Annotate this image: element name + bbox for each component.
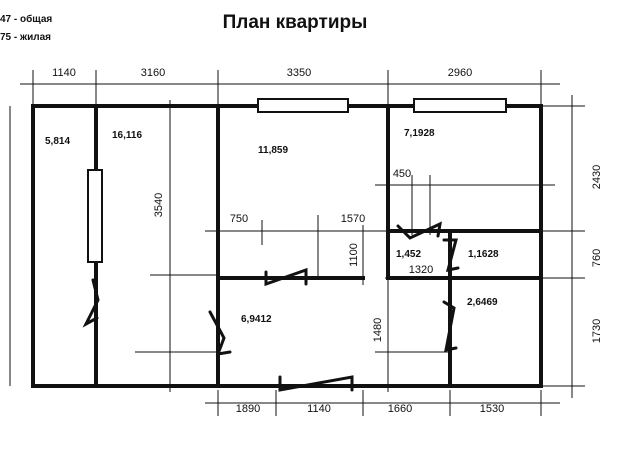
door-hall-top — [264, 267, 308, 287]
dim-1100: 1100 — [348, 243, 360, 267]
door-bath-top — [442, 238, 460, 272]
dim-top-4: 2960 — [448, 67, 472, 79]
dim-1320: 1320 — [409, 264, 433, 276]
windows — [87, 98, 507, 263]
room-area-3: 11,859 — [258, 145, 288, 156]
dim-3540: 3540 — [153, 193, 165, 217]
room-area-4: 7,1928 — [404, 128, 435, 139]
dim-top-3: 3350 — [287, 67, 311, 79]
dim-1480: 1480 — [372, 318, 384, 342]
door-bath-bottom — [442, 300, 458, 352]
room-area-5: 1,452 — [396, 249, 421, 260]
dim-1570: 1570 — [341, 213, 365, 225]
room-area-8: 2,6469 — [467, 297, 498, 308]
door-small-room — [396, 221, 442, 240]
room-area-1: 5,814 — [45, 136, 70, 147]
dim-right-2: 760 — [591, 249, 603, 267]
total-area-label: 47 - общая — [0, 13, 52, 25]
door-left-room — [82, 278, 100, 328]
dim-bottom-3: 1660 — [388, 403, 412, 415]
dim-top-1: 1140 — [52, 67, 76, 79]
door-hall-left — [208, 310, 232, 356]
dim-top-2: 3160 — [141, 67, 165, 79]
dim-bottom-4: 1530 — [480, 403, 504, 415]
door-bottom — [278, 375, 354, 392]
room-area-2: 16,116 — [112, 130, 142, 141]
dim-right-1: 2430 — [591, 165, 603, 189]
dim-450: 450 — [393, 168, 411, 180]
doors — [82, 221, 460, 392]
plan-title: План квартиры — [223, 12, 368, 33]
dimension-lines — [9, 70, 585, 416]
dim-bottom-1: 1890 — [236, 403, 260, 415]
dim-right-3: 1730 — [591, 319, 603, 343]
window-top-left — [257, 98, 349, 113]
dim-750: 750 — [230, 213, 248, 225]
room-area-7: 6,9412 — [241, 314, 272, 325]
dim-bottom-2: 1140 — [307, 403, 331, 415]
living-area-label: 75 - жилая — [0, 32, 51, 43]
room-area-6: 1,1628 — [468, 249, 499, 260]
window-top-right — [413, 98, 507, 113]
window-left-side — [87, 169, 103, 263]
